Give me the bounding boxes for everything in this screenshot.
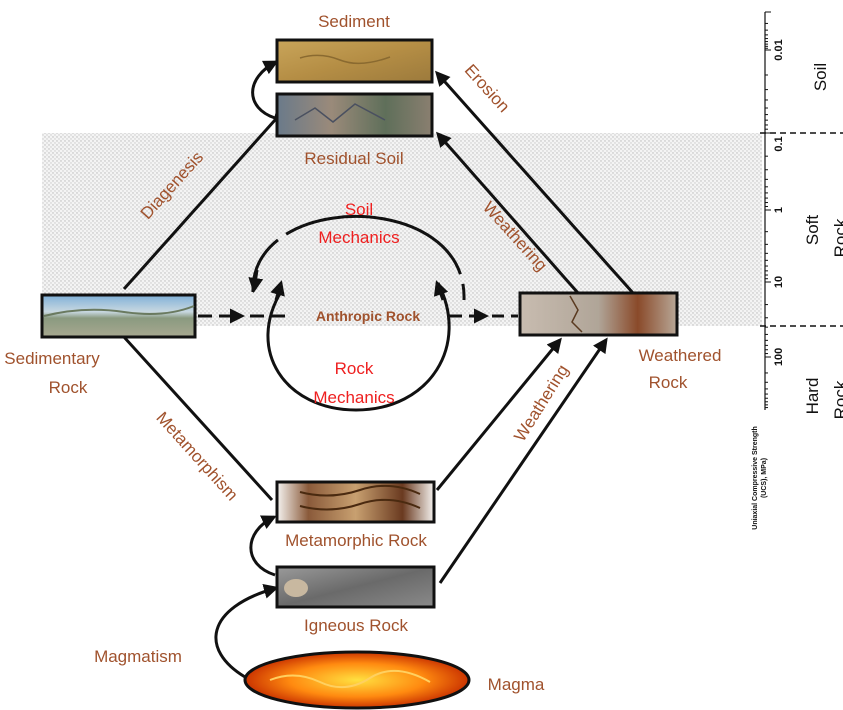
residual-soil-label: Residual Soil <box>304 149 403 168</box>
weathered-rock-image <box>518 291 679 337</box>
rock-mechanics-arc <box>266 282 451 412</box>
rock-mechanics-label-line1: Rock <box>335 359 374 378</box>
strength-axis <box>764 11 771 410</box>
metamorphism-arrow <box>110 323 274 502</box>
weathering-upper-arrow <box>436 131 580 294</box>
sediment-image <box>275 38 434 84</box>
igneous-rock-label: Igneous Rock <box>304 616 408 635</box>
sediment-loop-arrow <box>251 60 279 120</box>
soil-mechanics-arc <box>251 215 466 301</box>
sediment-label: Sediment <box>318 12 390 31</box>
metamorphic-loop-arrow <box>249 515 277 577</box>
sedimentary-rock-label-line2: Rock <box>49 378 88 397</box>
weathering-lower-arrow-b <box>438 337 608 584</box>
soil-mechanics-arrow-head <box>248 269 264 293</box>
tick-10: 10 <box>773 276 785 288</box>
weathered-rock-label-line2: Rock <box>649 373 688 392</box>
soil-mechanics-label-line2: Mechanics <box>318 228 399 247</box>
diagenesis-arrow <box>122 106 289 290</box>
tick-0.01: 0.01 <box>773 39 785 60</box>
rock-mechanics-arrow-right <box>433 280 449 301</box>
metamorphism-label: Metamorphism <box>152 408 241 504</box>
metamorphic-rock-label: Metamorphic Rock <box>285 531 427 550</box>
tick-0.1: 0.1 <box>773 136 785 151</box>
soil-mechanics-label-line1: Soil <box>345 200 373 219</box>
magma-image <box>243 650 471 710</box>
rock-mechanics-arrow-left <box>270 280 285 301</box>
weathered-rock-label-line1: Weathered <box>639 346 722 365</box>
zone-soil-label: Soil <box>811 63 830 91</box>
rock-mechanics-label-line2: Mechanics <box>313 388 394 407</box>
igneous-rock-image <box>275 565 436 609</box>
weathering-lower-arrow-a <box>435 337 562 491</box>
tick-100: 100 <box>773 348 785 366</box>
magmatism-arrow <box>214 584 279 679</box>
axis-title-line1: Uniaxial Compressive Strength <box>752 426 759 529</box>
zone-soft-label: Soft <box>803 215 822 246</box>
zone-soft-rock-label: Rock <box>831 218 843 257</box>
axis-title-line2: (UCS), MPa) <box>761 458 768 498</box>
sedimentary-rock-image <box>40 293 197 339</box>
tick-1: 1 <box>773 207 785 213</box>
anthropic-rock-label: Anthropic Rock <box>316 308 420 324</box>
zone-hard-rock-label: Rock <box>831 380 843 419</box>
metamorphic-rock-image <box>275 480 436 524</box>
sedimentary-rock-label-line1: Sedimentary <box>4 349 100 368</box>
zone-hard-label: Hard <box>803 378 822 415</box>
residual-soil-image <box>275 92 434 138</box>
erosion-arrow <box>435 70 635 294</box>
magmatism-label: Magmatism <box>94 647 182 666</box>
magma-label: Magma <box>488 675 545 694</box>
